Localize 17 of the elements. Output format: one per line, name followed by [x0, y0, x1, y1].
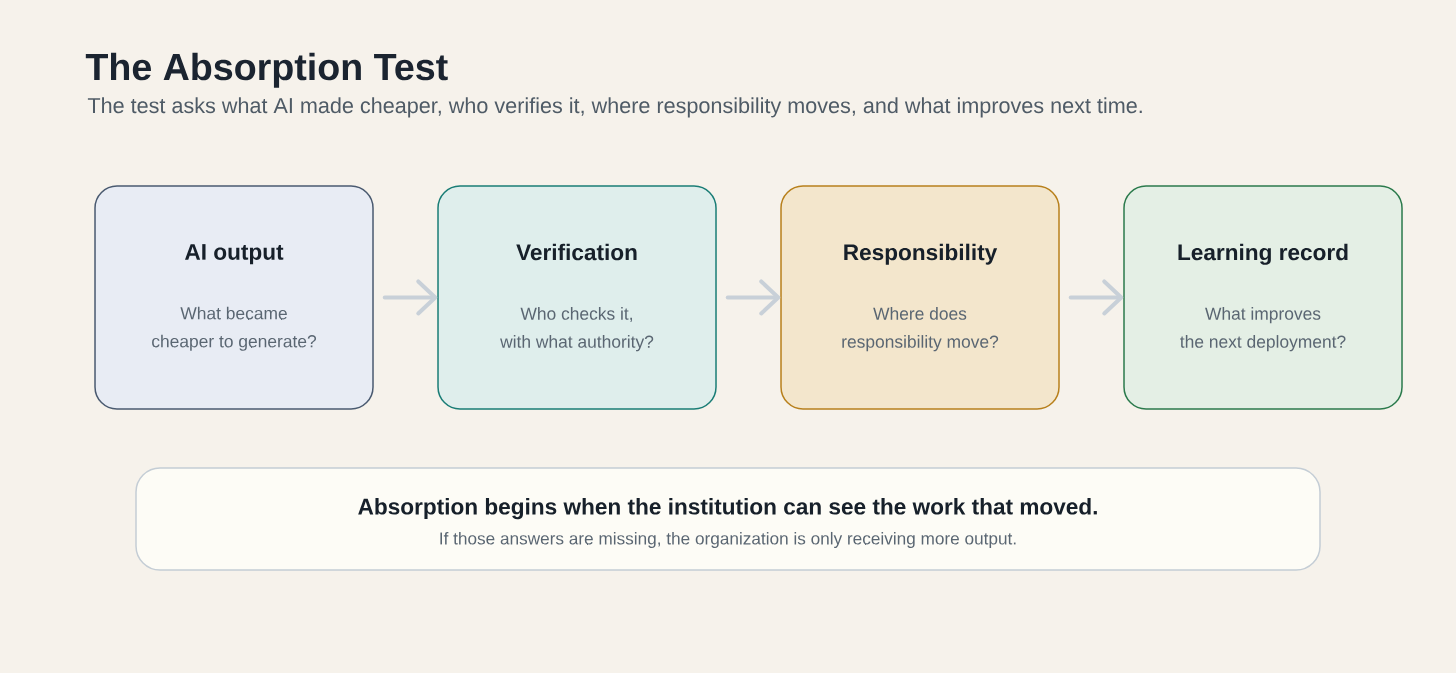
note-panel: [135, 467, 1321, 571]
title: The Absorption Test: [85, 52, 448, 88]
card-title: AI output: [185, 244, 284, 265]
step-card: [437, 185, 717, 410]
note-text: If those answers are missing, the organization is only receiving more output.: [440, 531, 1016, 548]
card-title: Verification: [516, 243, 637, 261]
card-text: What improves the next deployment?: [1180, 307, 1346, 352]
card-title: Learning record: [1178, 243, 1348, 265]
card-title: Responsibility: [844, 243, 998, 265]
card-text: Who checks it, with what authority?: [500, 307, 654, 352]
step-card: [94, 185, 374, 410]
card-text: What became cheaper to generate?: [152, 306, 317, 351]
note-heading: Absorption begins when the institution can see the work that moved.: [358, 498, 1097, 520]
step-card: [1123, 185, 1403, 410]
step-card: [780, 185, 1060, 410]
subtitle: The test asks what AI made cheaper, who verifies it, where responsibility moves, and what improves next time.: [87, 97, 1142, 118]
card-text: Where does responsibility move?: [842, 307, 999, 352]
